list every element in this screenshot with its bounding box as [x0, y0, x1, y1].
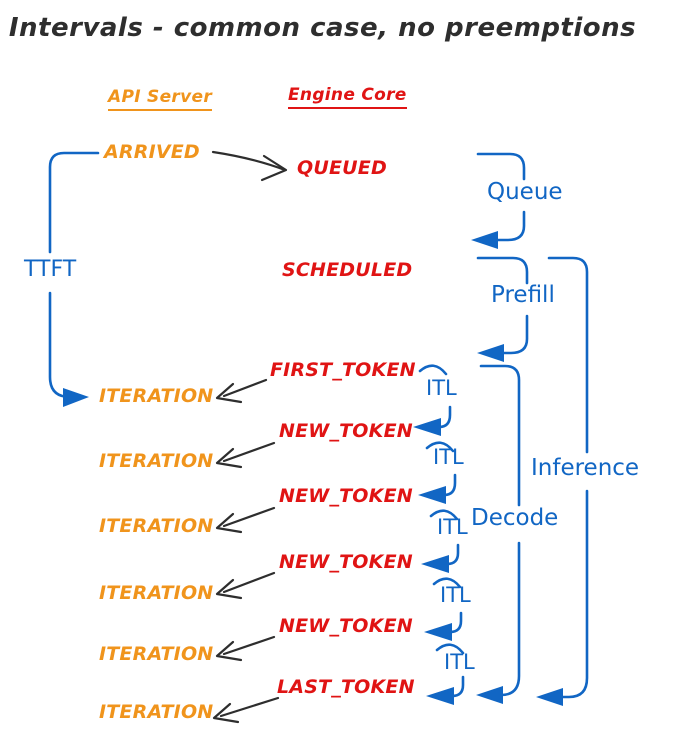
queue-bracket [471, 152, 526, 249]
event-scheduled: SCHEDULED [282, 259, 413, 281]
interval-queue-label: Queue [487, 179, 563, 205]
engine-core-column-header: Engine Core [288, 86, 407, 109]
interval-decode-label: Decode [471, 505, 559, 531]
first-token-to-iteration-arrow [215, 378, 268, 404]
event-arrived: ARRIVED [104, 141, 200, 163]
decode-bracket [476, 364, 521, 704]
new-token-4-to-iteration-arrow [215, 635, 276, 662]
itl-loop-2 [418, 441, 457, 504]
interval-prefill-label: Prefill [491, 282, 555, 308]
ttft-bracket [48, 151, 100, 407]
event-iteration-4: ITERATION [99, 582, 214, 604]
interval-itl-label-1: ITL [426, 376, 457, 400]
interval-itl-label-4: ITL [440, 583, 471, 607]
event-new-token-3: NEW_TOKEN [279, 551, 413, 573]
arrived-to-queued-arrow [211, 150, 288, 182]
interval-inference-label: Inference [531, 455, 640, 481]
diagram-title: Intervals - common case, no preemptions [8, 13, 637, 43]
api-server-column-header: API Server [108, 88, 213, 111]
event-iteration-1: ITERATION [99, 385, 214, 407]
event-new-token-2: NEW_TOKEN [279, 485, 413, 507]
event-iteration-6: ITERATION [99, 701, 214, 723]
itl-loop-4 [424, 577, 463, 641]
interval-itl-label-2: ITL [433, 445, 464, 469]
new-token-2-to-iteration-arrow [215, 506, 276, 534]
event-iteration-2: ITERATION [99, 450, 214, 472]
itl-loop-1 [413, 364, 452, 436]
new-token-1-to-iteration-arrow [215, 441, 276, 469]
event-iteration-3: ITERATION [99, 515, 214, 537]
event-iteration-5: ITERATION [99, 643, 214, 665]
itl-loop-3 [421, 509, 460, 573]
event-last-token: LAST_TOKEN [277, 676, 415, 698]
interval-ttft-label: TTFT [24, 257, 77, 282]
interval-itl-label-5: ITL [444, 650, 475, 674]
itl-loop-5 [426, 643, 465, 705]
event-first-token: FIRST_TOKEN [270, 359, 416, 381]
interval-itl-label-3: ITL [437, 515, 468, 539]
last-token-to-iteration-arrow [212, 696, 280, 724]
event-new-token-4: NEW_TOKEN [279, 615, 413, 637]
inference-bracket [536, 256, 589, 706]
new-token-3-to-iteration-arrow [215, 571, 276, 600]
event-queued: QUEUED [297, 157, 387, 179]
prefill-bracket [476, 256, 529, 362]
event-new-token-1: NEW_TOKEN [279, 420, 413, 442]
